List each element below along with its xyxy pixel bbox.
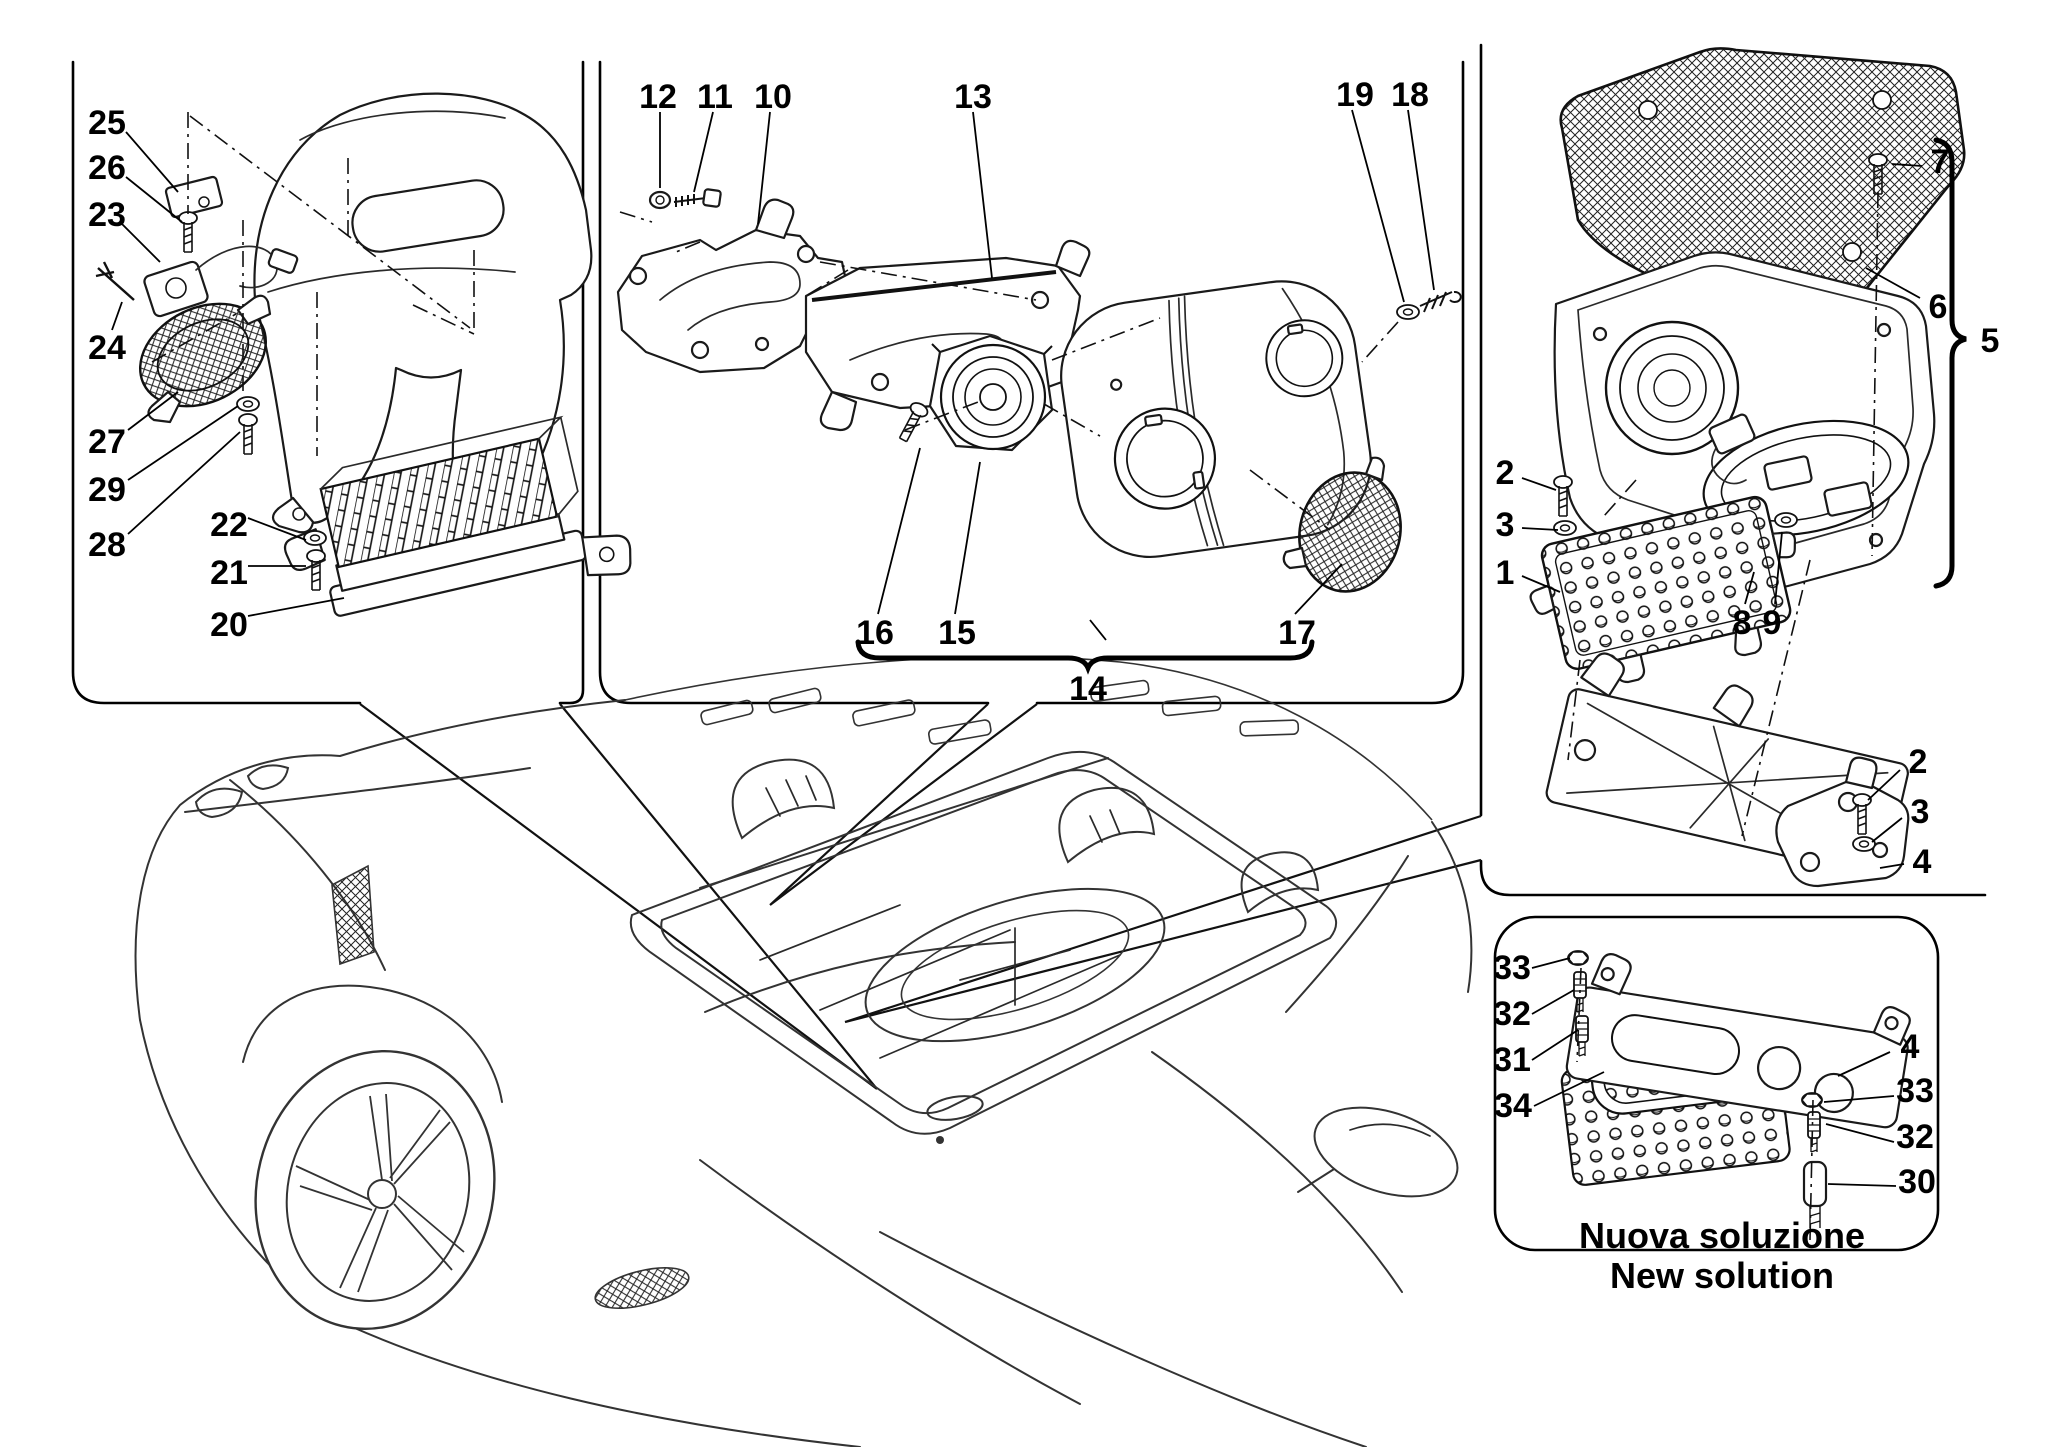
callout-33b: 33 (1896, 1072, 1934, 1110)
oval-speaker-27-drawing (139, 294, 272, 424)
callout-31: 31 (1493, 1041, 1531, 1079)
panel-new-solution-border (1493, 915, 1940, 1252)
steering-wheel-drawing (704, 887, 1166, 1043)
screw-21-drawing (306, 549, 326, 591)
callout-2b: 2 (1909, 743, 1928, 781)
connector-drawing (1708, 413, 1756, 485)
panel-right-border (1479, 43, 1987, 897)
bracket-4-right-drawing (1775, 756, 1910, 888)
callout-32b: 32 (1896, 1118, 1934, 1156)
callout-12: 12 (639, 78, 677, 116)
bracket-plate-25-drawing (164, 175, 224, 219)
screws-18-19-drawing (1396, 290, 1462, 320)
screws-11-12-drawing (648, 188, 722, 210)
callout-28: 28 (88, 526, 126, 564)
construction-lines-middle (619, 211, 1399, 531)
callout-18: 18 (1391, 76, 1429, 114)
callout-14: 14 (1069, 670, 1107, 708)
callout-4: 4 (1901, 1028, 1920, 1066)
callout-15: 15 (938, 614, 976, 652)
front-wheel-drawing (242, 984, 503, 1331)
side-vent-mesh (331, 864, 375, 966)
construction-lines-new-solution (1576, 967, 1814, 1241)
panel-middle-border (598, 60, 1465, 705)
callout-13: 13 (954, 78, 992, 116)
screw-26-drawing (178, 211, 198, 253)
callout-3b: 3 (1911, 793, 1930, 831)
callout-16: 16 (856, 614, 894, 652)
callout-3: 3 (1496, 506, 1515, 544)
callout-30: 30 (1898, 1163, 1936, 1201)
callout-24: 24 (88, 329, 126, 367)
group-14-brace (855, 639, 1315, 675)
bracket-10-drawing (616, 198, 850, 374)
screw-24-drawing (95, 261, 135, 301)
insulation-mat-6-drawing (1559, 47, 1966, 308)
speaker-15-drawing (928, 334, 1054, 452)
callout-23: 23 (88, 196, 126, 234)
callout-26: 26 (88, 149, 126, 187)
construction-lines-top-left (151, 112, 475, 456)
car-drawing (134, 655, 1473, 1447)
callout-8: 8 (1733, 604, 1752, 642)
door-handle-drawing (926, 1095, 984, 1121)
callout-9: 9 (1763, 604, 1782, 642)
door-mirror-drawing (1297, 1106, 1459, 1198)
screw-28-drawing (238, 413, 258, 455)
rocker-vent-mesh (594, 1267, 690, 1309)
subwoofer-enclosure-14-drawing (1060, 280, 1372, 559)
callout-19: 19 (1336, 76, 1374, 114)
callout-34: 34 (1494, 1087, 1532, 1125)
engine-deck-slats (624, 655, 1433, 821)
callout-27: 27 (88, 423, 126, 461)
washer-22-drawing (303, 530, 327, 546)
callout-17: 17 (1278, 614, 1316, 652)
callout-20: 20 (210, 606, 248, 644)
callout-5: 5 (1981, 322, 2000, 360)
callout-33: 33 (1493, 949, 1531, 987)
windshield-drawing (629, 750, 1337, 1135)
group-5-brace (1933, 137, 1967, 589)
callout-21: 21 (210, 554, 248, 592)
tweeter-23-drawing (143, 245, 299, 318)
amplifier-20-drawing (283, 415, 632, 617)
callout-29: 29 (88, 471, 126, 509)
callout-1: 1 (1496, 554, 1515, 592)
panel-top-left-border (71, 60, 585, 705)
callout-11: 11 (697, 78, 733, 116)
callout-4b: 4 (1913, 843, 1932, 881)
amplifier-1-drawing (1529, 495, 1797, 684)
callout-2: 2 (1496, 454, 1515, 492)
callout-7: 7 (1931, 143, 1950, 181)
callout-10: 10 (754, 78, 792, 116)
callout-32: 32 (1493, 995, 1531, 1033)
speaker-cover-17-drawing (1282, 456, 1402, 593)
callout-22: 22 (210, 506, 248, 544)
callout-6: 6 (1929, 288, 1948, 326)
washer-29-drawing (236, 396, 260, 412)
note-new-solution: New solution (1610, 1255, 1834, 1296)
callout-labels: 25 26 23 24 27 29 28 22 21 20 12 11 10 1… (88, 76, 1999, 1201)
note-nuova-soluzione: Nuova soluzione (1579, 1215, 1865, 1256)
callout-leaders (111, 109, 1923, 1187)
callout-25: 25 (88, 104, 126, 142)
roll-hoops-drawing (731, 758, 1320, 914)
